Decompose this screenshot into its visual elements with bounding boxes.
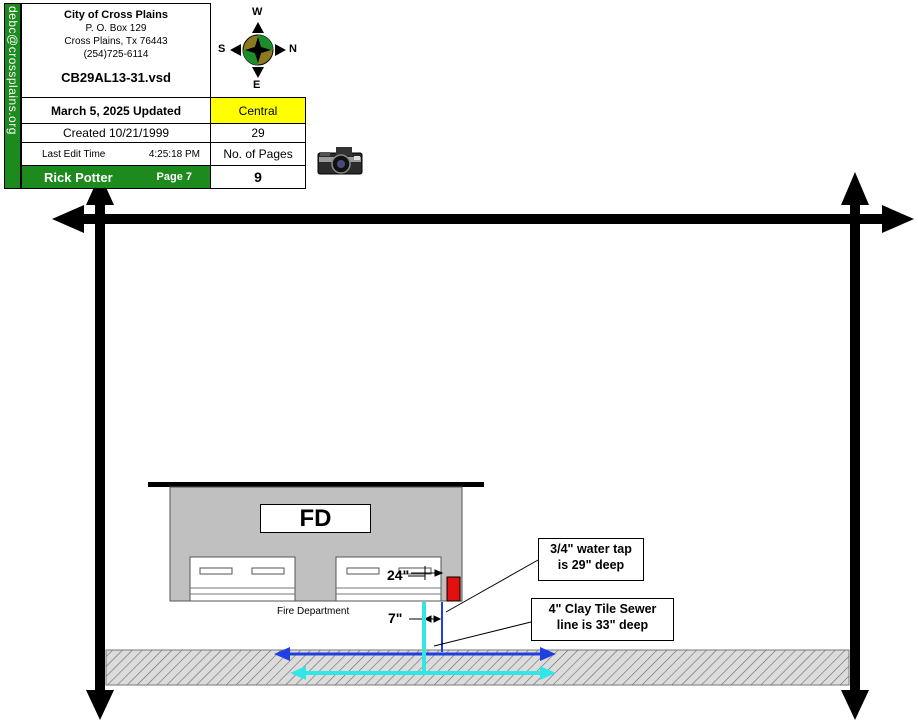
last-edit-time: 4:25:18 PM	[148, 148, 200, 160]
pages-label: No. of Pages	[210, 142, 306, 166]
last-edit-cell: Last Edit Time 4:25:18 PM	[21, 142, 211, 166]
author-name: Rick Potter	[44, 169, 113, 185]
street-hatch	[105, 649, 850, 686]
road-vertical-left	[86, 174, 114, 720]
updated-date: March 5, 2025 Updated	[21, 97, 211, 124]
water-meter	[446, 576, 461, 602]
filename: CB29AL13-31.vsd	[61, 70, 171, 85]
pages-count: 9	[210, 165, 306, 189]
water-offset-label: 24"	[387, 567, 410, 583]
compass-icon	[230, 22, 286, 78]
compass-e: E	[253, 79, 261, 91]
side-email-bar: debc@crossplains.org	[4, 3, 21, 189]
last-edit-label: Last Edit Time	[42, 148, 106, 160]
water-note-line2: is 29" deep	[557, 558, 625, 572]
sewer-note-leader	[433, 621, 532, 647]
camera-icon[interactable]	[317, 147, 363, 175]
created-date: Created 10/21/1999	[21, 123, 211, 143]
sewer-offset-label: 7"	[388, 610, 403, 626]
created-value: 29	[210, 123, 306, 143]
road-vertical-right	[841, 172, 869, 720]
building-caption: Fire Department	[277, 606, 350, 617]
city-state: Cross Plains, Tx 76443	[64, 36, 168, 47]
phone: (254)725-6114	[83, 49, 149, 60]
compass-n: N	[289, 43, 297, 55]
fire-department-building	[148, 482, 484, 602]
sewer-note-line2: line is 33" deep	[556, 618, 649, 632]
water-note-line1: 3/4" water tap	[550, 542, 632, 556]
water-note-leader	[445, 559, 539, 613]
page-number: Page 7	[156, 171, 192, 183]
title-block: debc@crossplains.org City of Cross Plain…	[4, 3, 306, 189]
region-cell: Central	[210, 97, 306, 124]
sewer-line	[290, 602, 556, 680]
building-label: FD	[260, 504, 371, 533]
sewer-line-note: 4" Clay Tile Sewer line is 33" deep	[531, 598, 674, 641]
side-email: debc@crossplains.org	[6, 6, 20, 135]
garage-door-left	[189, 556, 296, 602]
dimension-24	[408, 566, 444, 580]
compass-w: W	[252, 6, 263, 18]
garage-door-right	[335, 556, 442, 602]
author-cell: Rick Potter Page 7	[21, 165, 211, 189]
road-horizontal	[52, 205, 914, 233]
po-box: P. O. Box 129	[85, 23, 147, 34]
water-tap-note: 3/4" water tap is 29" deep	[538, 538, 644, 581]
compass-s: S	[218, 43, 226, 55]
address-box: City of Cross Plains P. O. Box 129 Cross…	[21, 3, 211, 98]
sewer-note-line1: 4" Clay Tile Sewer	[548, 602, 657, 616]
city-name: City of Cross Plains	[64, 9, 168, 21]
